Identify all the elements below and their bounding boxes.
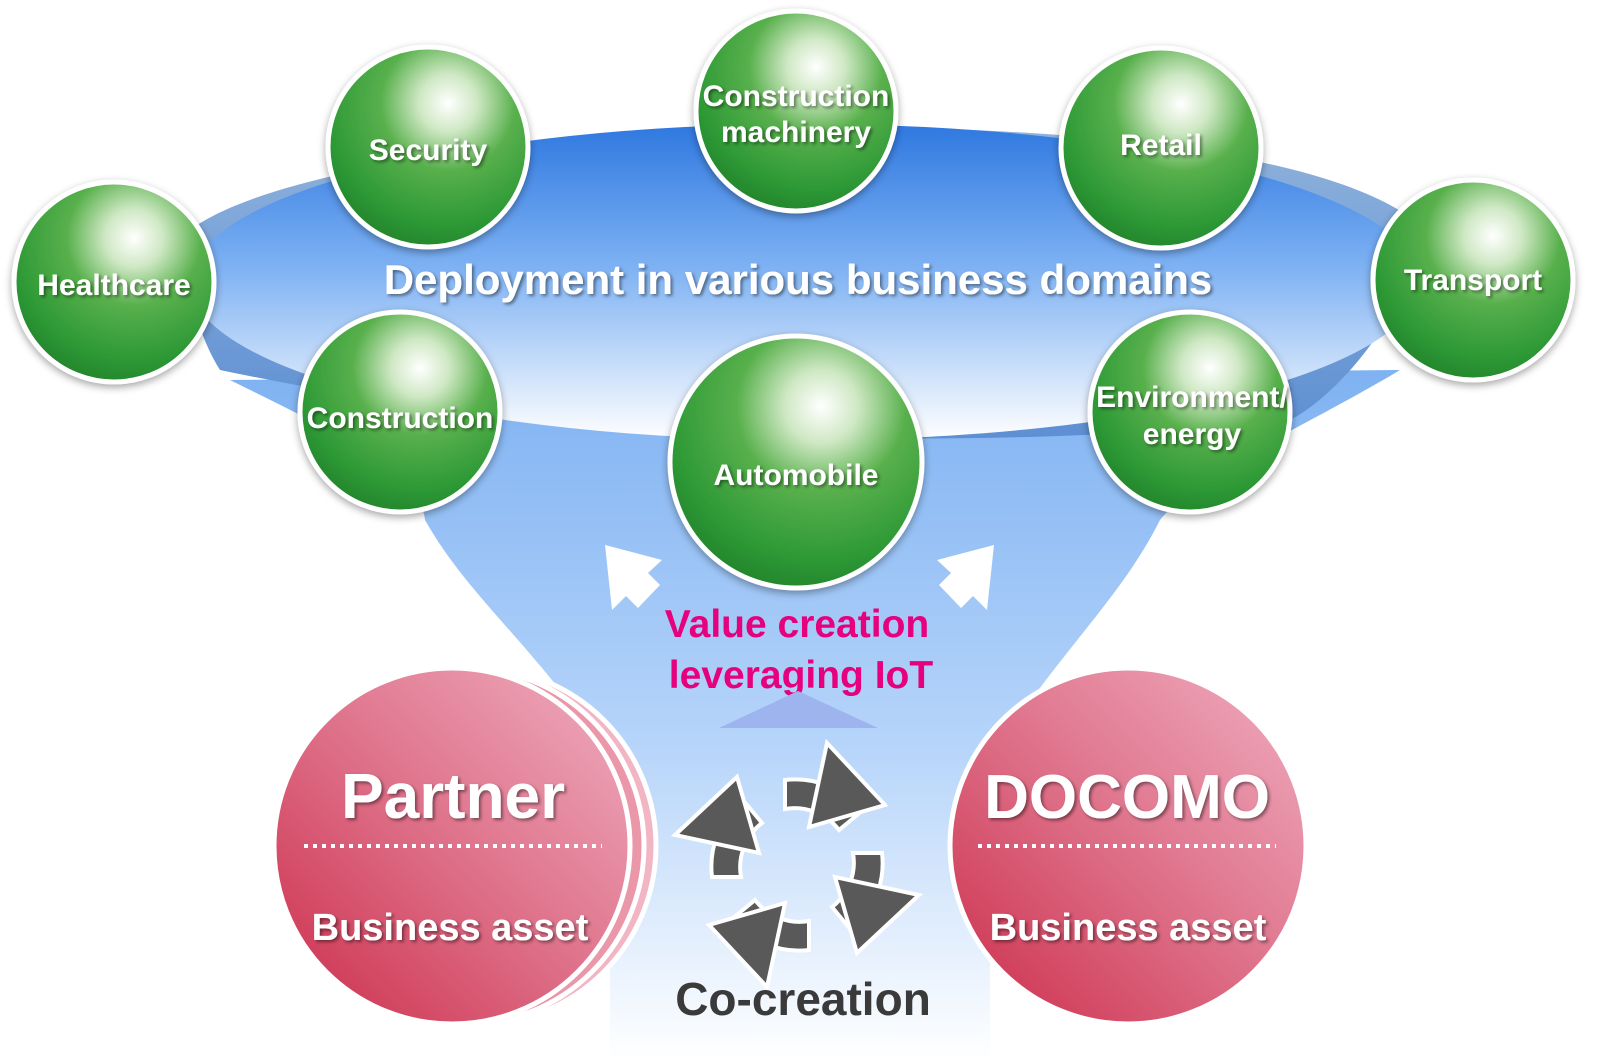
domain-label: Automobile: [714, 459, 879, 492]
domain-ball: [1087, 309, 1293, 515]
domain-label: Healthcare: [37, 269, 190, 302]
partner-asset: Partner Business asset: [271, 665, 659, 1027]
docomo-name: DOCOMO: [984, 763, 1270, 832]
domain-label: Retail: [1120, 129, 1202, 162]
value-creation-line-1: Value creation: [665, 603, 929, 646]
domain-ball: [297, 309, 503, 515]
docomo-asset-label: Business asset: [990, 907, 1267, 949]
domain-label: Environment/: [1096, 381, 1288, 414]
domain-retail: Retail: [1058, 45, 1264, 251]
docomo-circle: [947, 665, 1309, 1027]
domain-construction-machinery: Construction machinery: [693, 8, 899, 214]
domain-security: Security: [325, 44, 531, 250]
partner-asset-label: Business asset: [312, 907, 589, 949]
domain-label: Construction: [307, 402, 494, 435]
domain-construction: Construction: [297, 309, 503, 515]
cycle-arrows-icon: [673, 738, 921, 989]
arrow-up-right-icon: [937, 545, 994, 610]
domain-environment-energy: Environment/ energy: [1087, 309, 1293, 515]
domain-label: Construction: [703, 80, 890, 113]
domain-transport: Transport: [1370, 177, 1576, 383]
value-creation-line-2: leveraging IoT: [669, 654, 934, 697]
domain-ball: [1370, 177, 1576, 383]
arrow-up-left-icon: [605, 545, 662, 610]
domain-automobile: Automobile: [667, 333, 925, 591]
domain-label: energy: [1143, 418, 1242, 451]
domain-ball: [667, 333, 925, 591]
triangle-icon: [719, 691, 878, 728]
headline: Deployment in various business domains: [384, 256, 1213, 303]
domain-label: Transport: [1404, 264, 1542, 297]
partner-name: Partner: [341, 760, 565, 832]
domain-label: Security: [369, 134, 488, 167]
domain-healthcare: Healthcare: [11, 179, 217, 385]
docomo-asset: DOCOMO Business asset: [947, 665, 1309, 1027]
domain-ball: [325, 44, 531, 250]
cocreation-label: Co-creation: [675, 973, 931, 1025]
domain-ball: [693, 8, 899, 214]
domain-label: machinery: [721, 116, 871, 149]
domain-ball: [11, 179, 217, 385]
domain-ball: [1058, 45, 1264, 251]
